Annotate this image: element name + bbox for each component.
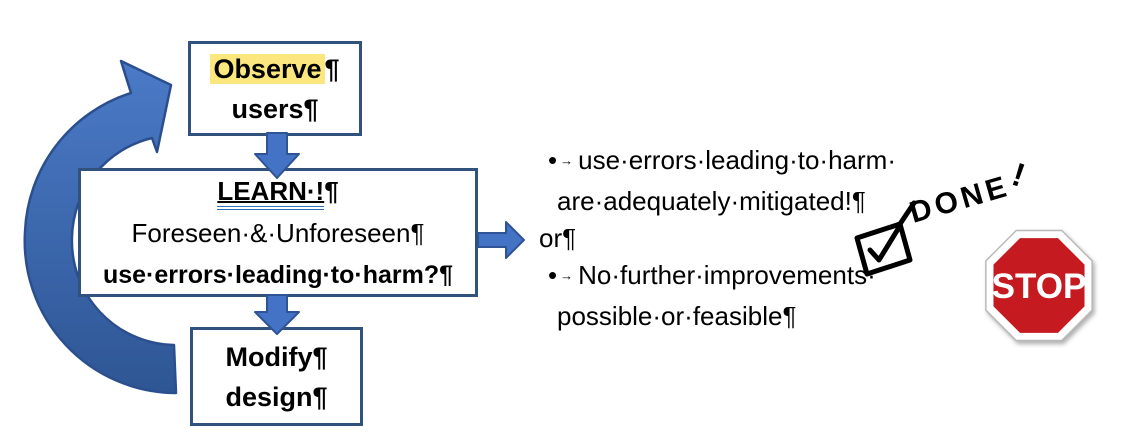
observe-highlighted-text: Observe xyxy=(210,53,325,84)
bullet-marker: • xyxy=(548,260,558,290)
bullet-text-wrap: possible·or·feasible¶ xyxy=(557,301,797,331)
learn-title-line: LEARN·!¶ xyxy=(217,170,339,212)
learn-title-text: LEARN·! xyxy=(217,175,325,210)
stop-sign: STOP xyxy=(985,229,1093,342)
bullet-item-mitigated: •→ use·errors·leading·to·harm· xyxy=(538,142,958,183)
observe-line: Observe¶ xyxy=(210,49,340,89)
right-arrow-icon xyxy=(477,221,525,259)
bullet-text-wrap: are·adequately·mitigated!¶ xyxy=(557,186,866,216)
or-line: or¶ xyxy=(539,223,577,253)
users-line: users¶ xyxy=(231,93,319,124)
pilcrow-mark: ¶ xyxy=(324,53,340,84)
observe-users-box: Observe¶ users¶ xyxy=(188,41,362,136)
pilcrow-mark: ¶ xyxy=(324,175,339,206)
bullet-item-no-improvements: •→ No·further·improvements· xyxy=(538,257,958,298)
use-errors-line: use·errors·leading·to·harm?¶ xyxy=(102,260,454,289)
foreseen-line: Foreseen·&·Unforeseen¶ xyxy=(131,217,425,248)
modify-design-box: Modify¶ design¶ xyxy=(190,327,363,426)
bullet-marker: • xyxy=(548,145,558,175)
outcome-text-block: •→use·errors·leading·to·harm· are·adequa… xyxy=(538,142,958,335)
tab-mark-icon: → xyxy=(560,268,574,283)
learn-box: LEARN·!¶ Foreseen·&·Unforeseen¶ use·erro… xyxy=(78,168,478,297)
design-line: design¶ xyxy=(225,381,328,412)
tab-mark-icon: → xyxy=(560,153,574,168)
modify-line: Modify¶ xyxy=(225,341,328,372)
bullet-text: No·further·improvements· xyxy=(578,260,876,290)
checked-checkbox-icon xyxy=(854,200,917,277)
bullet-text: use·errors·leading·to·harm· xyxy=(578,145,896,175)
stop-sign-label: STOP xyxy=(992,267,1087,306)
down-arrow-icon xyxy=(254,294,300,335)
down-arrow-icon xyxy=(254,132,300,179)
done-exclamation: ! xyxy=(1007,155,1030,194)
